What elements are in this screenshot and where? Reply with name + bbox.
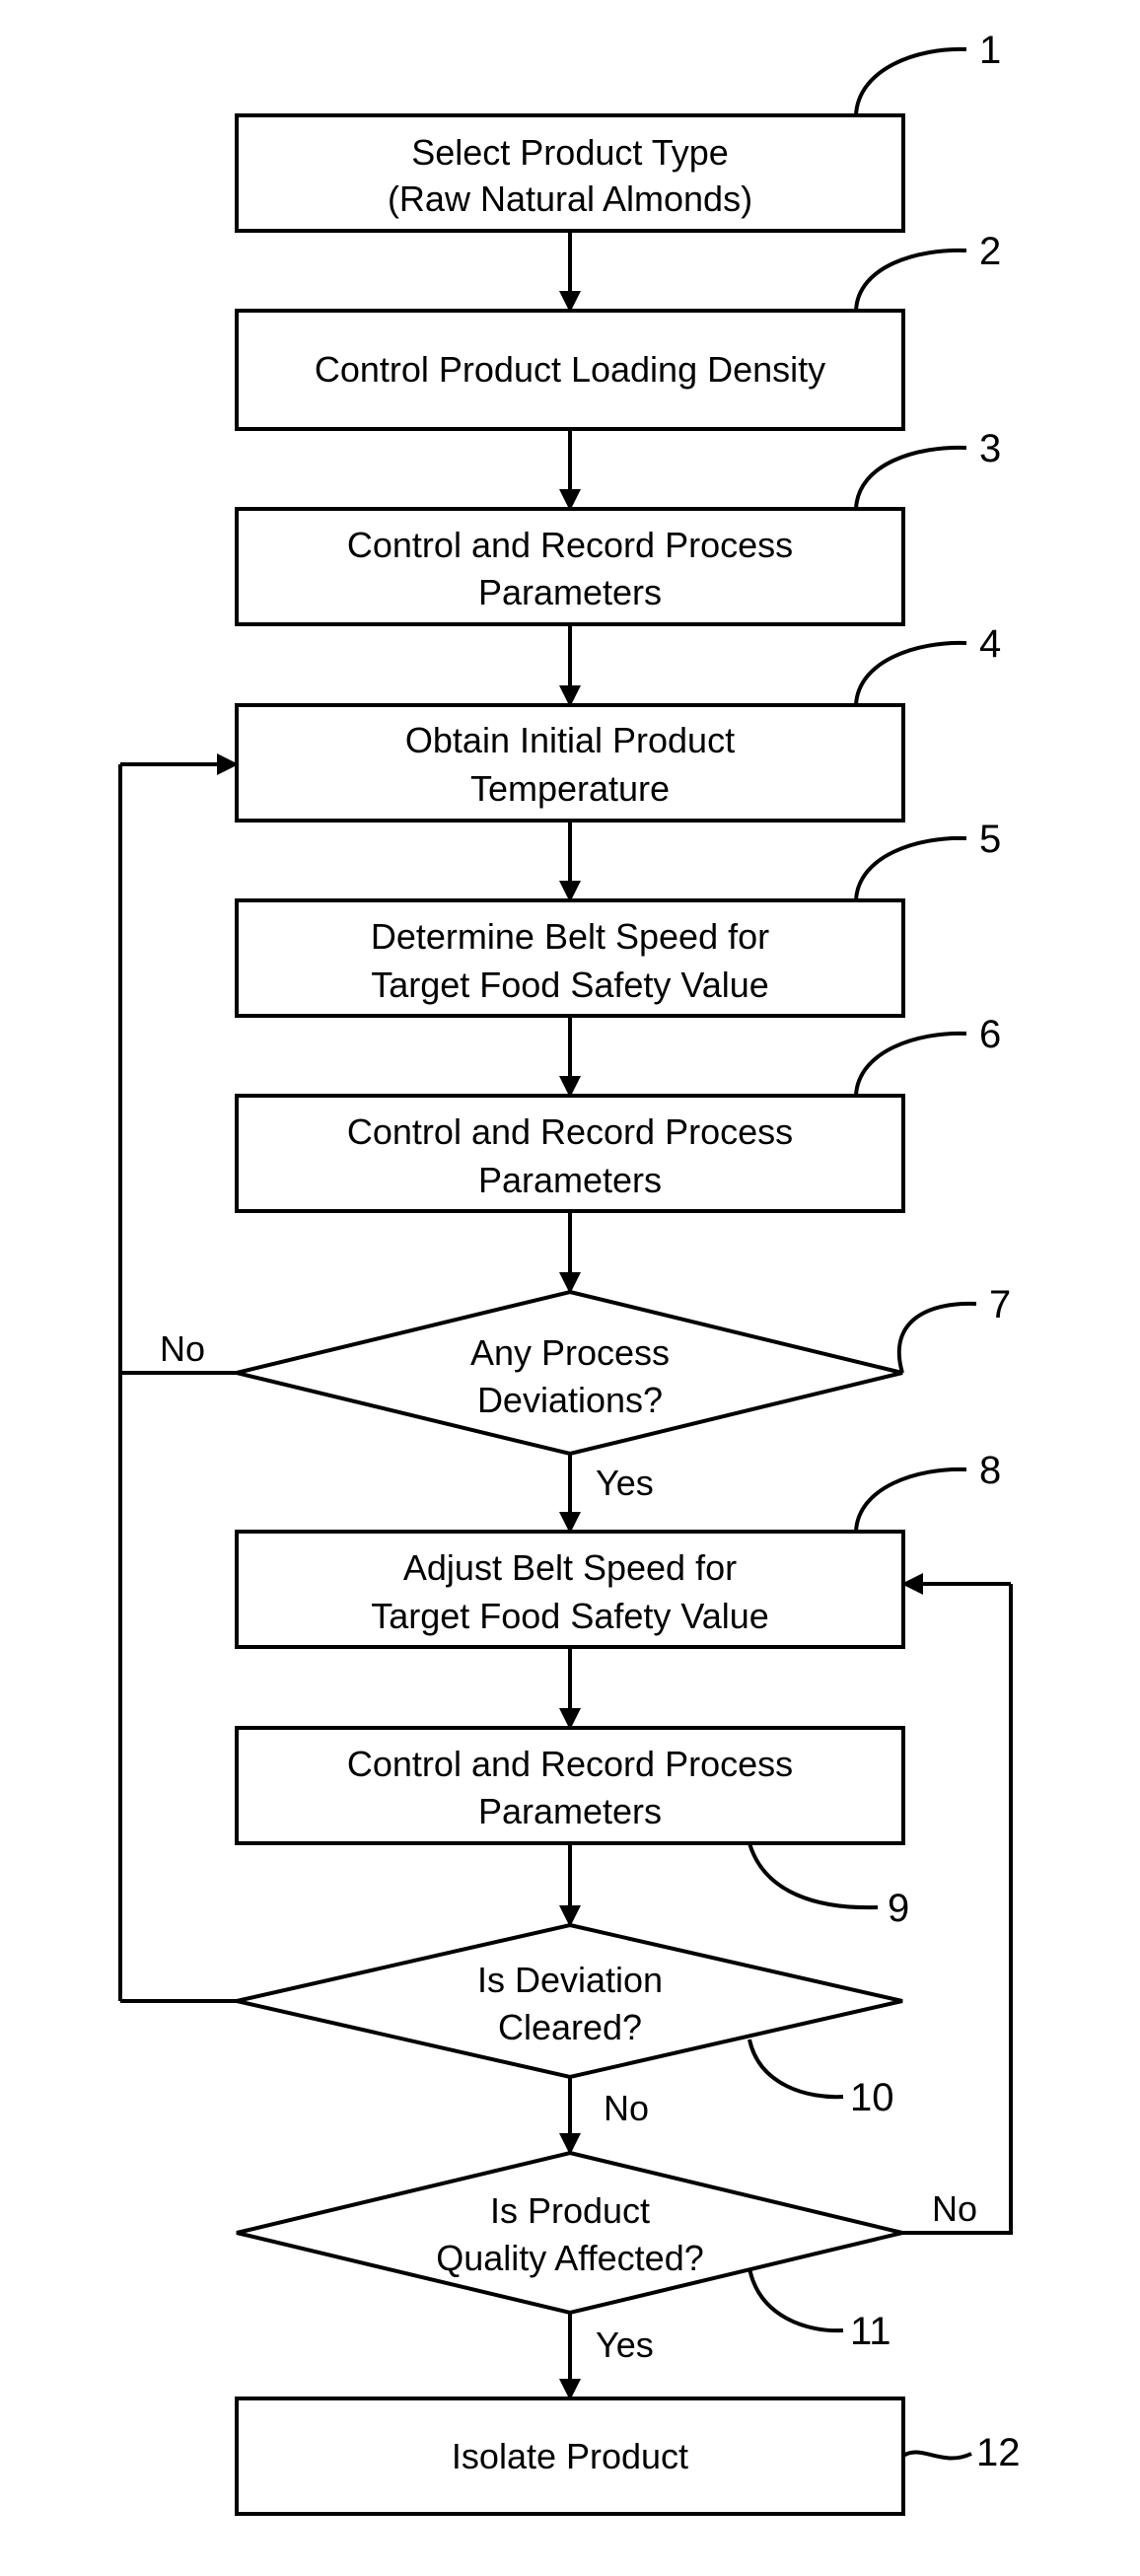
- decision-11-no-label: No: [932, 2188, 977, 2229]
- ref-11-number: 11: [850, 2310, 891, 2353]
- decision-7-no-label: No: [160, 1328, 205, 1369]
- ref-4-number: 4: [979, 622, 1001, 666]
- ref-2-leader: [856, 250, 966, 311]
- loop-11-no-to-8: [902, 1584, 1011, 2233]
- step-8-line-2: Target Food Safety Value: [371, 1596, 769, 1636]
- step-4-box: Obtain Initial Product Temperature: [237, 705, 903, 821]
- step-6-line-1: Control and Record Process: [347, 1111, 793, 1152]
- step-4-line-2: Temperature: [470, 768, 670, 809]
- decision-11-diamond: Is Product Quality Affected?: [237, 2153, 902, 2313]
- step-12-box: Isolate Product: [237, 2398, 903, 2514]
- step-1-box: Select Product Type (Raw Natural Almonds…: [237, 115, 903, 231]
- step-3-line-2: Parameters: [478, 572, 662, 612]
- decision-10-line-2: Cleared?: [498, 2007, 642, 2047]
- step-3-line-1: Control and Record Process: [347, 525, 793, 565]
- decision-7-line-1: Any Process: [470, 1332, 670, 1373]
- ref-9-number: 9: [888, 1887, 909, 1930]
- step-2-box: Control Product Loading Density: [237, 311, 903, 429]
- ref-11-leader: [749, 2268, 843, 2330]
- ref-2-number: 2: [979, 230, 1001, 273]
- step-12-line-1: Isolate Product: [452, 2436, 688, 2476]
- decision-7-yes-label: Yes: [596, 1463, 654, 1503]
- step-9-box: Control and Record Process Parameters: [237, 1728, 903, 1843]
- ref-5-leader: [856, 838, 966, 900]
- ref-3-leader: [856, 448, 966, 509]
- ref-1-leader: [856, 49, 966, 115]
- ref-8-leader: [856, 1469, 966, 1532]
- ref-7-number: 7: [989, 1283, 1011, 1326]
- ref-12-number: 12: [976, 2431, 1021, 2474]
- decision-10-diamond: Is Deviation Cleared?: [237, 1925, 902, 2077]
- step-5-box: Determine Belt Speed for Target Food Saf…: [237, 900, 903, 1016]
- decision-11-line-1: Is Product: [490, 2190, 650, 2231]
- step-1-line-1: Select Product Type: [411, 132, 729, 173]
- step-5-line-1: Determine Belt Speed for: [371, 916, 769, 957]
- step-9-line-1: Control and Record Process: [347, 1744, 793, 1784]
- ref-7-leader: [899, 1304, 976, 1373]
- decision-10-no-label: No: [604, 2088, 649, 2128]
- ref-8-number: 8: [979, 1449, 1001, 1492]
- ref-10-leader: [749, 2039, 843, 2097]
- step-9-line-2: Parameters: [478, 1791, 662, 1831]
- ref-10-number: 10: [850, 2076, 894, 2119]
- decision-7-diamond: Any Process Deviations?: [237, 1292, 902, 1454]
- step-5-line-2: Target Food Safety Value: [371, 965, 769, 1005]
- step-2-line-1: Control Product Loading Density: [315, 349, 825, 390]
- ref-6-number: 6: [979, 1013, 1001, 1056]
- step-4-line-1: Obtain Initial Product: [405, 720, 735, 760]
- ref-12-leader: [903, 2453, 971, 2459]
- ref-6-leader: [856, 1034, 966, 1096]
- decision-7-line-2: Deviations?: [477, 1380, 663, 1420]
- step-3-box: Control and Record Process Parameters: [237, 509, 903, 624]
- decision-10-line-1: Is Deviation: [477, 1960, 663, 2000]
- step-6-box: Control and Record Process Parameters: [237, 1096, 903, 1211]
- step-6-line-2: Parameters: [478, 1160, 662, 1200]
- loop-7-no-to-4: [120, 764, 237, 1373]
- ref-4-leader: [856, 643, 966, 705]
- ref-3-number: 3: [979, 427, 1001, 470]
- decision-11-yes-label: Yes: [596, 2325, 654, 2365]
- ref-9-leader: [749, 1843, 878, 1907]
- step-1-line-2: (Raw Natural Almonds): [388, 179, 752, 219]
- step-8-box: Adjust Belt Speed for Target Food Safety…: [237, 1532, 903, 1647]
- ref-1-number: 1: [979, 29, 1001, 72]
- step-8-line-1: Adjust Belt Speed for: [403, 1547, 737, 1588]
- ref-5-number: 5: [979, 818, 1001, 861]
- decision-11-line-2: Quality Affected?: [436, 2238, 704, 2278]
